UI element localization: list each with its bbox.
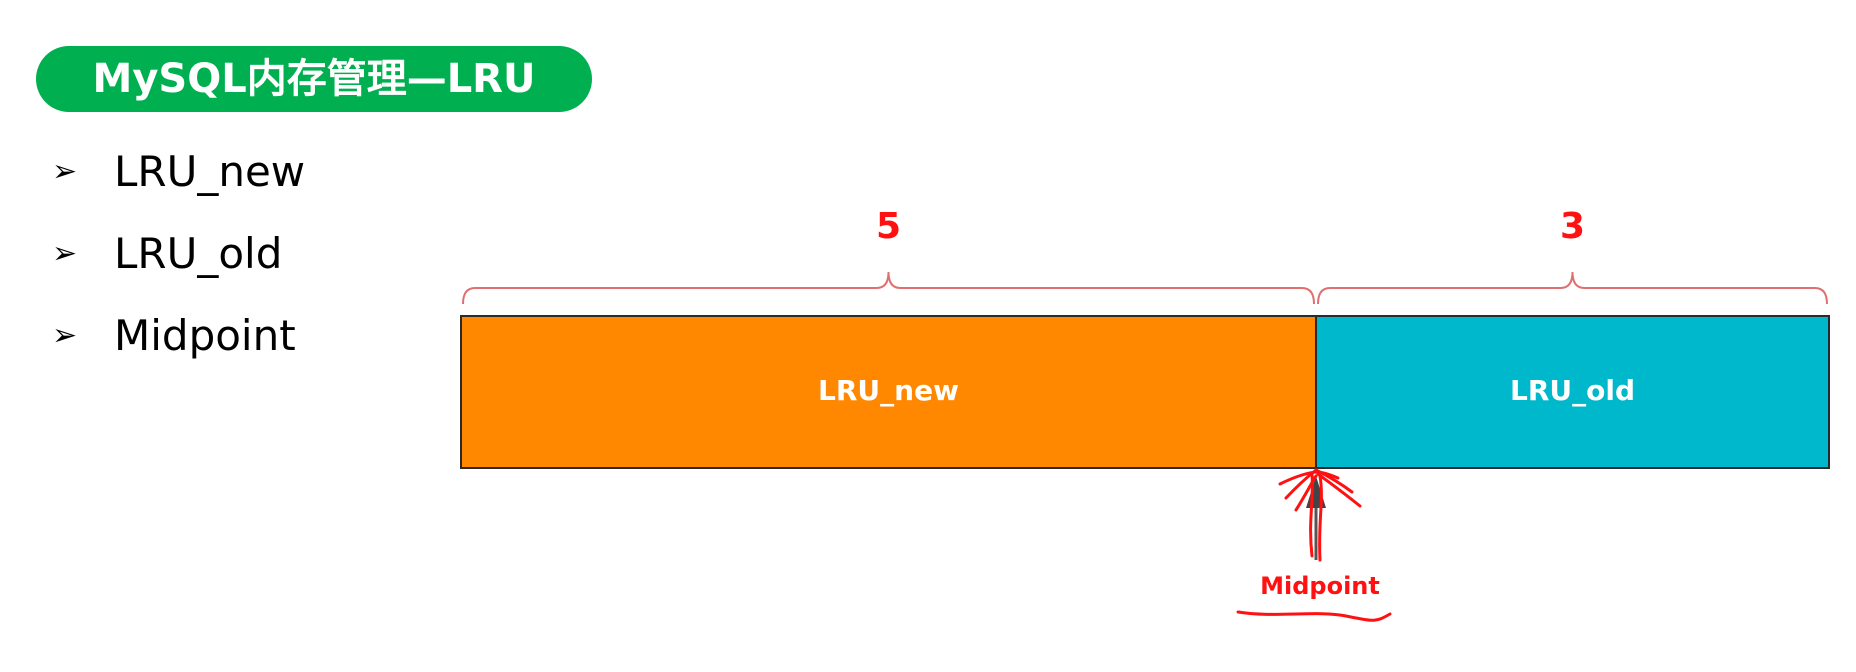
- handwritten-stroke: [1314, 470, 1340, 480]
- bullet-text: LRU_old: [114, 228, 283, 278]
- segment-label-lru-old: LRU_old: [1510, 374, 1635, 407]
- bullet-item-midpoint: ➢ Midpoint: [52, 294, 305, 376]
- bracket-lru-new: [462, 271, 1315, 305]
- midpoint-label: Midpoint: [1260, 572, 1380, 600]
- arrow-bullet-icon: ➢: [52, 317, 78, 353]
- count-lru-old: 3: [1560, 206, 1585, 247]
- count-lru-new: 5: [876, 206, 901, 247]
- handwritten-stroke: [1318, 474, 1323, 562]
- bullet-text: LRU_new: [114, 146, 306, 196]
- segment-lru-new: [460, 315, 1317, 469]
- bullet-item-lru-old: ➢ LRU_old: [52, 212, 305, 294]
- segment-lru-old: [1315, 315, 1830, 469]
- arrow-bullet-icon: ➢: [52, 235, 78, 271]
- bracket-lru-old: [1317, 271, 1828, 305]
- handwritten-arrow-annotation: [1278, 468, 1362, 562]
- handwritten-stroke: [1294, 474, 1318, 512]
- segment-label-lru-new: LRU_new: [818, 374, 959, 407]
- handwritten-stroke: [1316, 472, 1362, 508]
- bullet-list: ➢ LRU_new ➢ LRU_old ➢ Midpoint: [52, 130, 305, 376]
- bullet-item-lru-new: ➢ LRU_new: [52, 130, 305, 212]
- bullet-text: Midpoint: [114, 310, 296, 360]
- handwritten-underline: [1236, 610, 1392, 622]
- arrow-bullet-icon: ➢: [52, 153, 78, 189]
- slide-title: MySQL内存管理—LRU: [36, 46, 592, 112]
